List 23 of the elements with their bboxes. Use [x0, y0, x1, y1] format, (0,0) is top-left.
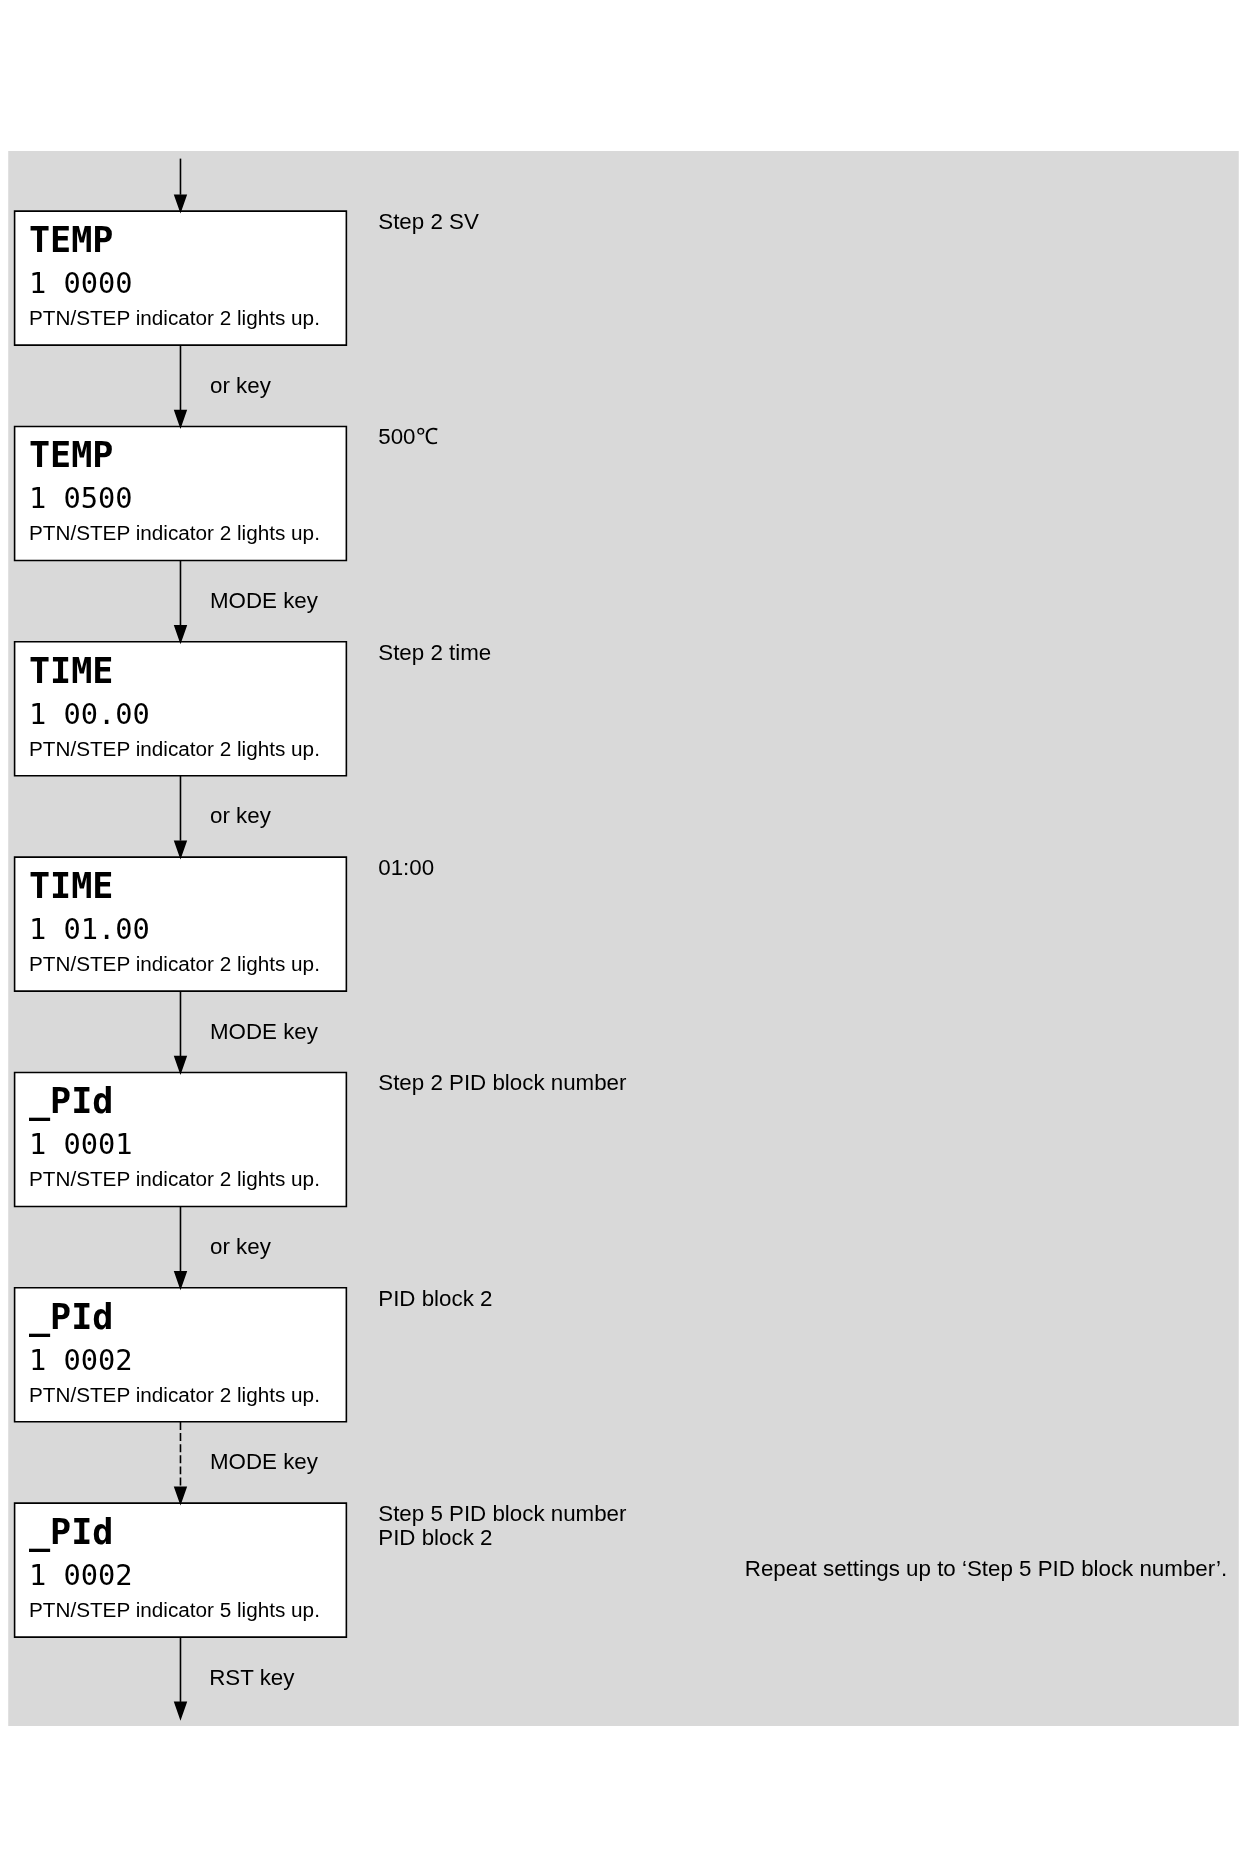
node-label: 01:00	[378, 854, 435, 880]
node-label: PID block 2	[378, 1285, 493, 1311]
node-label: Step 2 time	[378, 639, 492, 665]
edge-label: MODE key	[209, 1018, 318, 1044]
edge-label: or key	[209, 802, 271, 828]
arrow	[173, 1420, 188, 1506]
arrow	[173, 343, 188, 429]
arrow	[173, 1205, 188, 1290]
arrow	[173, 559, 188, 644]
node-label: 500℃	[378, 423, 438, 449]
node-label: Step 5 PID block number	[378, 1500, 627, 1526]
label: Repeat settings up to ‘Step 5 PID block number’.	[744, 1555, 1228, 1581]
arrow	[173, 989, 188, 1075]
edge-label: or key	[209, 372, 271, 398]
node-label: Step 2 SV	[378, 208, 479, 234]
node-label: Step 2 PID block number	[378, 1069, 627, 1095]
edge-label: MODE key	[209, 587, 318, 613]
edge-label: RST key	[209, 1664, 295, 1689]
arrow	[173, 1635, 188, 1721]
edge-label: or key	[209, 1233, 271, 1259]
edge-label: MODE key	[209, 1448, 318, 1474]
arrow	[173, 157, 188, 214]
arrow	[173, 774, 188, 860]
